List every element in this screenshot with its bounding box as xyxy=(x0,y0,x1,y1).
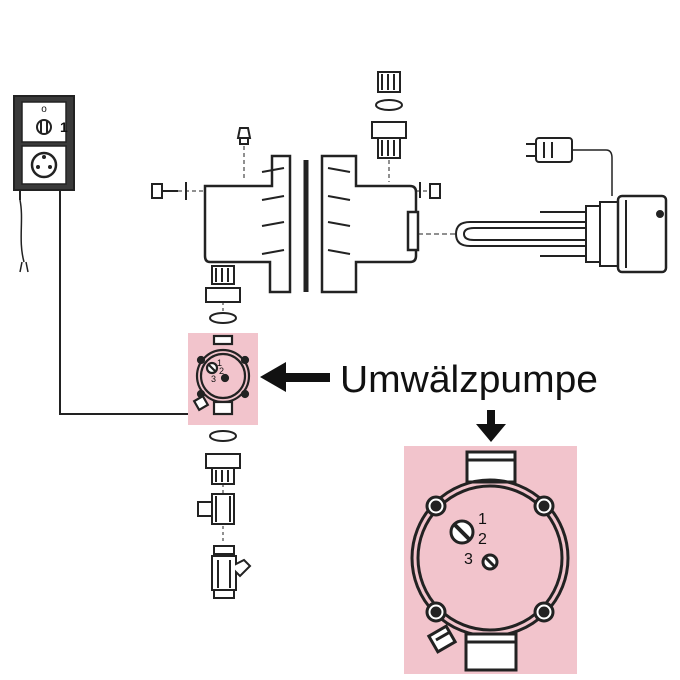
switch-knob-icon xyxy=(36,119,52,135)
pump-small-speed-1: 1 xyxy=(217,358,222,368)
pump-large xyxy=(410,450,570,672)
lower-pump-fitting xyxy=(205,430,241,485)
power-cable xyxy=(19,199,29,273)
left-arrow-icon xyxy=(260,362,330,392)
pump-large-speed-3: 3 xyxy=(464,551,473,568)
pump-callout-label: Umwälzpumpe xyxy=(340,359,598,401)
control-box: o 1 xyxy=(13,95,75,200)
pump-small-speed-3: 3 xyxy=(211,374,216,384)
heating-element xyxy=(454,194,668,274)
pump-cable xyxy=(59,200,200,415)
pump-small-speed-2: 2 xyxy=(219,366,224,376)
pump-large-speed-2: 2 xyxy=(478,531,487,548)
tank-nut xyxy=(419,182,441,199)
pump-large-speed-1: 1 xyxy=(478,511,487,528)
top-fitting xyxy=(371,71,407,159)
tee-fitting xyxy=(197,493,235,525)
storage-tank xyxy=(203,154,420,294)
socket-icon xyxy=(30,151,58,179)
down-arrow-icon xyxy=(476,410,506,442)
plug-icon xyxy=(526,137,573,163)
heater-cable xyxy=(572,149,613,196)
drain-valve xyxy=(211,545,252,599)
pump-small xyxy=(192,334,251,416)
switch-position-label: 1 xyxy=(60,119,68,135)
air-vent-valve xyxy=(236,127,252,145)
indicator-label: o xyxy=(41,104,47,115)
upper-pump-fitting xyxy=(205,265,241,324)
